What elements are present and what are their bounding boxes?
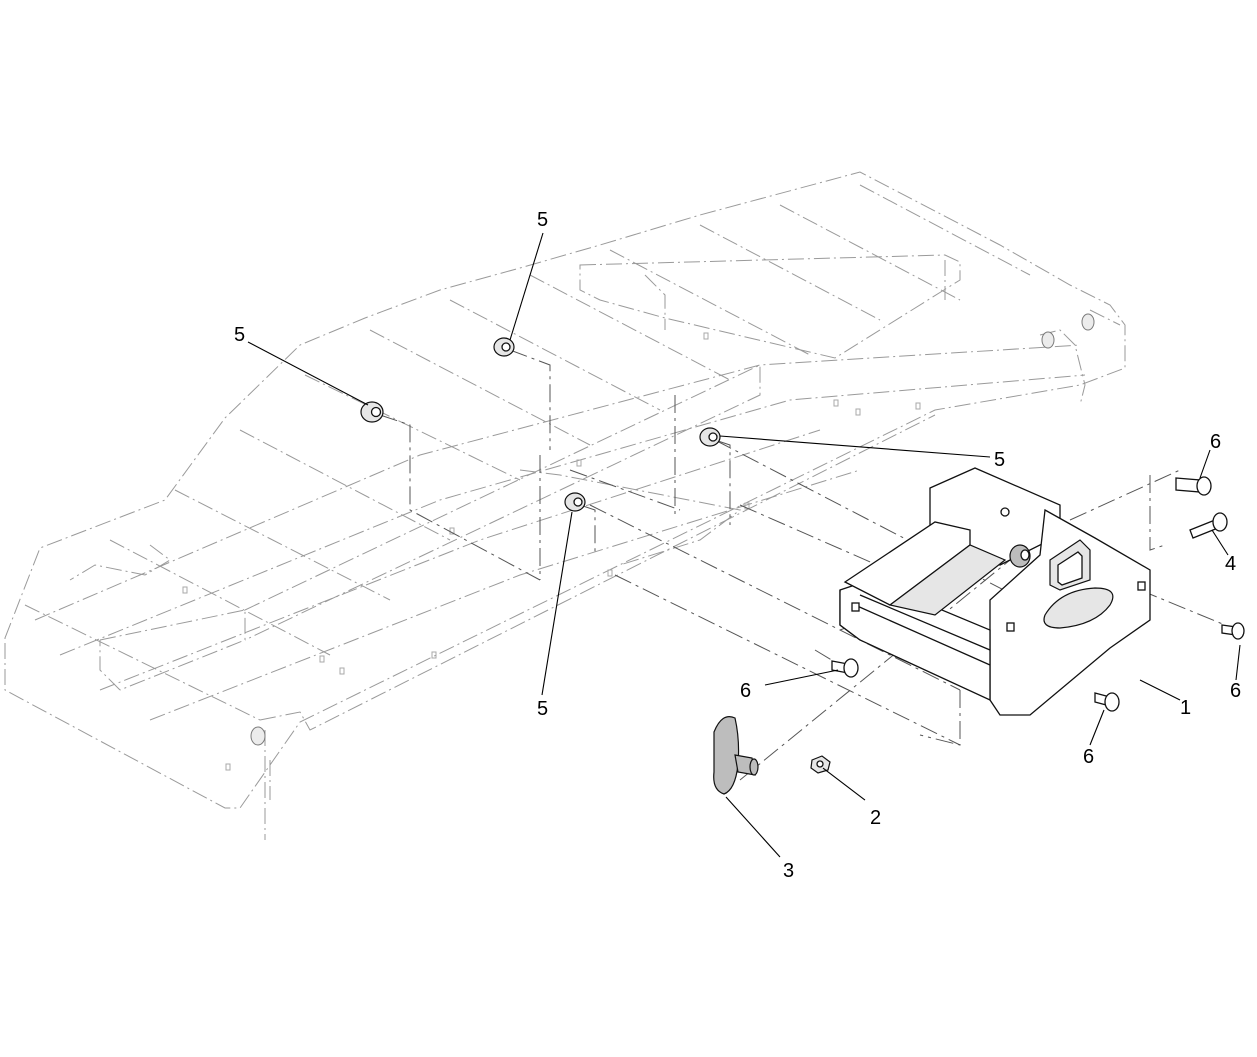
hex-bolt [1189, 512, 1228, 539]
callout-6-right: 6 [1230, 680, 1241, 702]
callout-5-bottom: 5 [537, 698, 548, 720]
carriage-bolt-right [1221, 622, 1245, 640]
callout-2: 2 [870, 807, 881, 829]
t-handle-knob [713, 716, 759, 795]
callout-labels: 5 5 5 6 4 6 1 6 6 2 3 5 [234, 209, 1241, 882]
callout-6-left: 6 [740, 680, 751, 702]
carriage-bolt-left [831, 658, 859, 678]
leader-lines [247, 232, 1241, 858]
callout-5-top: 5 [537, 209, 548, 231]
callout-6-bottom: 6 [1083, 746, 1094, 768]
flange-nut-c [699, 427, 721, 447]
flange-nut-d [564, 492, 586, 512]
carriage-bolt-bottom [1094, 692, 1120, 712]
flange-nut-b [360, 401, 384, 423]
deck-frame-ghost [4, 171, 1126, 840]
callout-4: 4 [1225, 553, 1236, 575]
lock-nut [810, 755, 831, 774]
callout-6-top-right: 6 [1210, 431, 1221, 453]
callout-3: 3 [783, 860, 794, 882]
callout-5-left: 5 [234, 324, 245, 346]
flange-nut-a [493, 337, 515, 357]
callout-1: 1 [1180, 697, 1191, 719]
carriage-bolt-top [1175, 476, 1212, 496]
flange-nut-set [360, 337, 721, 512]
callout-5-right: 5 [994, 449, 1005, 471]
bracket-assembly [839, 467, 1151, 716]
